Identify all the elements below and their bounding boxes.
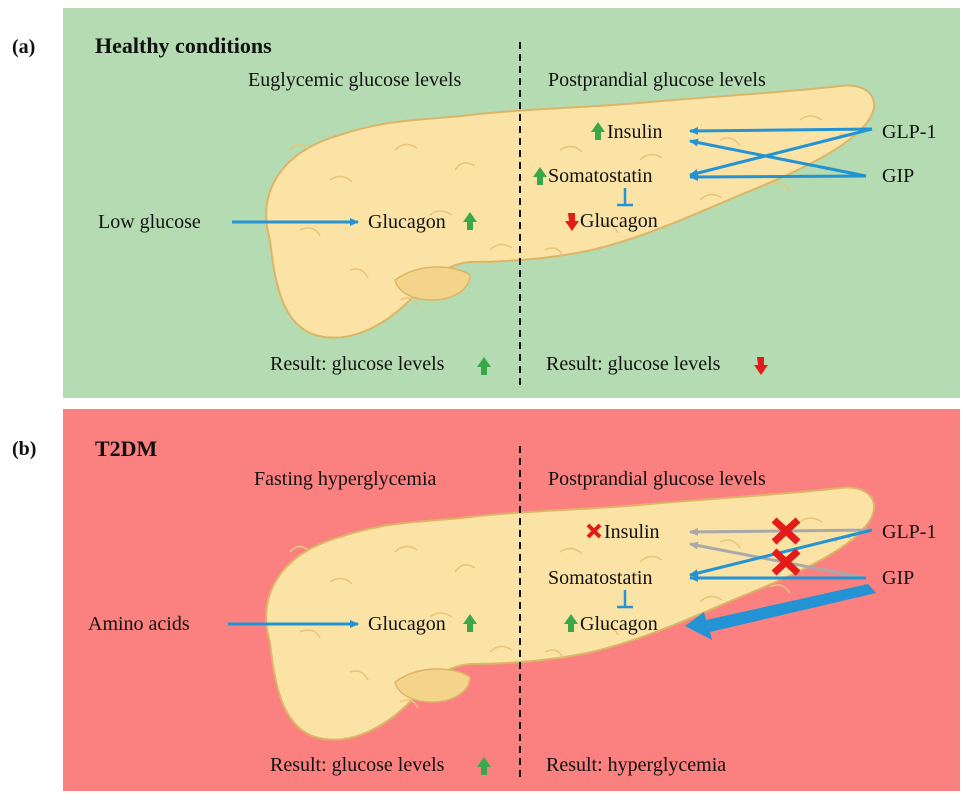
panel-b-somatostatin: Somatostatin [548, 567, 652, 589]
panel-b-right-condition: Postprandial glucose levels [548, 468, 766, 490]
panel-a-insulin: Insulin [607, 121, 663, 143]
panel-b-left-condition: Fasting hyperglycemia [254, 468, 436, 490]
panel-a-input-left: Low glucose [98, 211, 201, 233]
panel-a-glucagon-right: Glucagon [580, 210, 658, 232]
panel-b-result-left: Result: glucose levels [270, 754, 445, 776]
panel-b-glucagon-left: Glucagon [368, 613, 446, 635]
panel-a-result-left: Result: glucose levels [270, 353, 445, 375]
panel-b-glp1: GLP-1 [882, 521, 936, 543]
panel-a-glp1: GLP-1 [882, 121, 936, 143]
panel-b-title: T2DM [95, 436, 158, 461]
panel-a-glucagon-left: Glucagon [368, 211, 446, 233]
panel-b-result-right: Result: hyperglycemia [546, 754, 726, 776]
panel-a-somatostatin: Somatostatin [548, 165, 652, 187]
panel-b-gip: GIP [882, 567, 914, 589]
panel-a-right-condition: Postprandial glucose levels [548, 69, 766, 91]
panel-b-insulin: Insulin [604, 521, 660, 543]
panel-b-glucagon-right: Glucagon [580, 613, 658, 635]
panel-a-gip: GIP [882, 165, 914, 187]
panel-a-result-right: Result: glucose levels [546, 353, 721, 375]
panel-a-left-condition: Euglycemic glucose levels [248, 69, 461, 91]
panel-b-input-left: Amino acids [88, 613, 190, 635]
panel-a-title: Healthy conditions [95, 33, 272, 58]
